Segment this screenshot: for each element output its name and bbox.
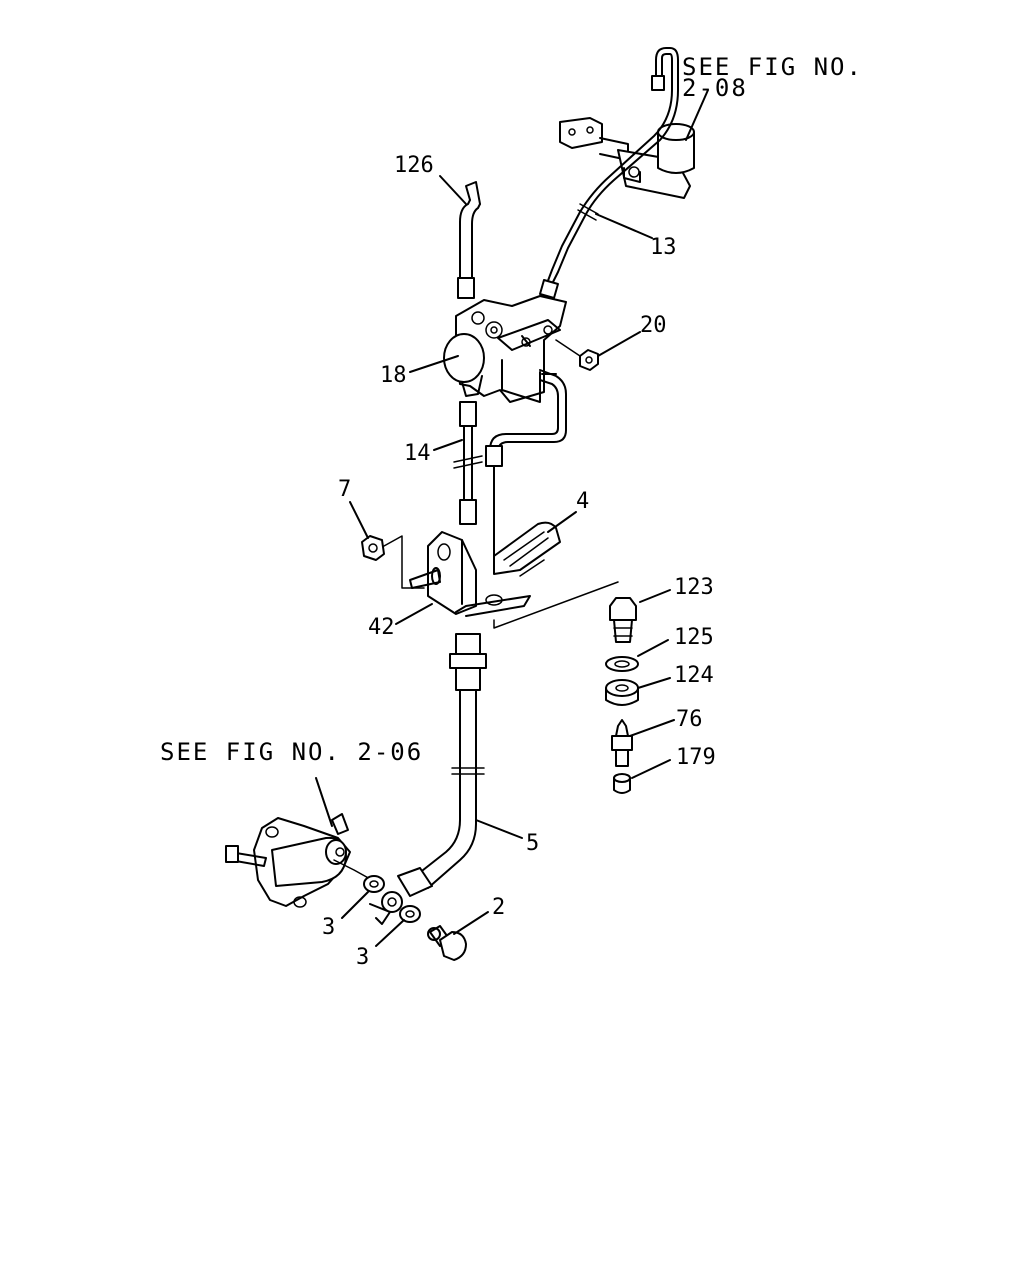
fig-ref-2-06[interactable]: SEE FIG NO. 2-06 — [160, 738, 423, 766]
washer-125 — [605, 656, 639, 672]
callout-179[interactable]: 179 — [676, 745, 716, 770]
leader-13 — [595, 213, 653, 239]
leader-14 — [433, 439, 463, 451]
washer-3a — [363, 875, 385, 893]
callout-7[interactable]: 7 — [338, 477, 351, 502]
leader-3b — [375, 919, 405, 947]
callout-124[interactable]: 124 — [674, 663, 714, 688]
callout-4[interactable]: 4 — [576, 489, 589, 514]
leader-3a — [341, 891, 369, 919]
leader-179 — [631, 759, 671, 779]
slave-cylinder — [225, 813, 373, 908]
leader-20 — [597, 331, 641, 357]
callout-123[interactable]: 123 — [674, 575, 714, 600]
callout-5[interactable]: 5 — [526, 831, 539, 856]
fig-ref-2-08-line1[interactable]: SEE FIG NO. — [682, 53, 863, 81]
leader-2 — [453, 911, 489, 935]
leader-125 — [637, 639, 669, 657]
callout-14[interactable]: 14 — [404, 441, 431, 466]
leader-5 — [475, 819, 523, 839]
pipe-valve-to-bracket — [485, 369, 567, 557]
nut-20 — [555, 339, 599, 371]
fig-ref-2-08-line2[interactable]: 2-08 — [682, 74, 748, 102]
callout-18[interactable]: 18 — [380, 363, 407, 388]
leader-42 — [395, 603, 433, 625]
clip-4 — [493, 521, 561, 577]
bleeder-76 — [611, 719, 633, 767]
bracket-42 — [409, 531, 619, 629]
leader-fig-2-08 — [685, 89, 709, 141]
leader-18 — [409, 355, 459, 373]
leader-4 — [547, 511, 577, 533]
bolt-2 — [427, 925, 467, 961]
callout-20[interactable]: 20 — [640, 313, 667, 338]
leader-fig-2-06 — [315, 777, 333, 827]
valve-18 — [443, 295, 567, 403]
washer-3b — [399, 905, 421, 923]
hose-5 — [369, 633, 487, 925]
nut-7 — [361, 535, 425, 589]
callout-3a[interactable]: 3 — [322, 915, 335, 940]
nut-124 — [605, 679, 639, 706]
pipe-14 — [453, 401, 483, 525]
master-cylinder — [559, 117, 695, 199]
callout-13[interactable]: 13 — [650, 235, 677, 260]
callout-3b[interactable]: 3 — [356, 945, 369, 970]
callout-126[interactable]: 126 — [394, 153, 434, 178]
cap-179 — [613, 773, 631, 794]
callout-76[interactable]: 76 — [676, 707, 703, 732]
fitting-123 — [609, 597, 637, 643]
callout-2[interactable]: 2 — [492, 895, 505, 920]
pipe-126 — [457, 181, 481, 299]
leader-123 — [639, 589, 671, 603]
leader-7 — [349, 501, 369, 539]
leader-124 — [637, 677, 671, 689]
callout-125[interactable]: 125 — [674, 625, 714, 650]
leader-126 — [439, 175, 467, 205]
leader-76 — [629, 719, 675, 737]
callout-42[interactable]: 42 — [368, 615, 395, 640]
brake-pipe-13 — [539, 47, 679, 299]
